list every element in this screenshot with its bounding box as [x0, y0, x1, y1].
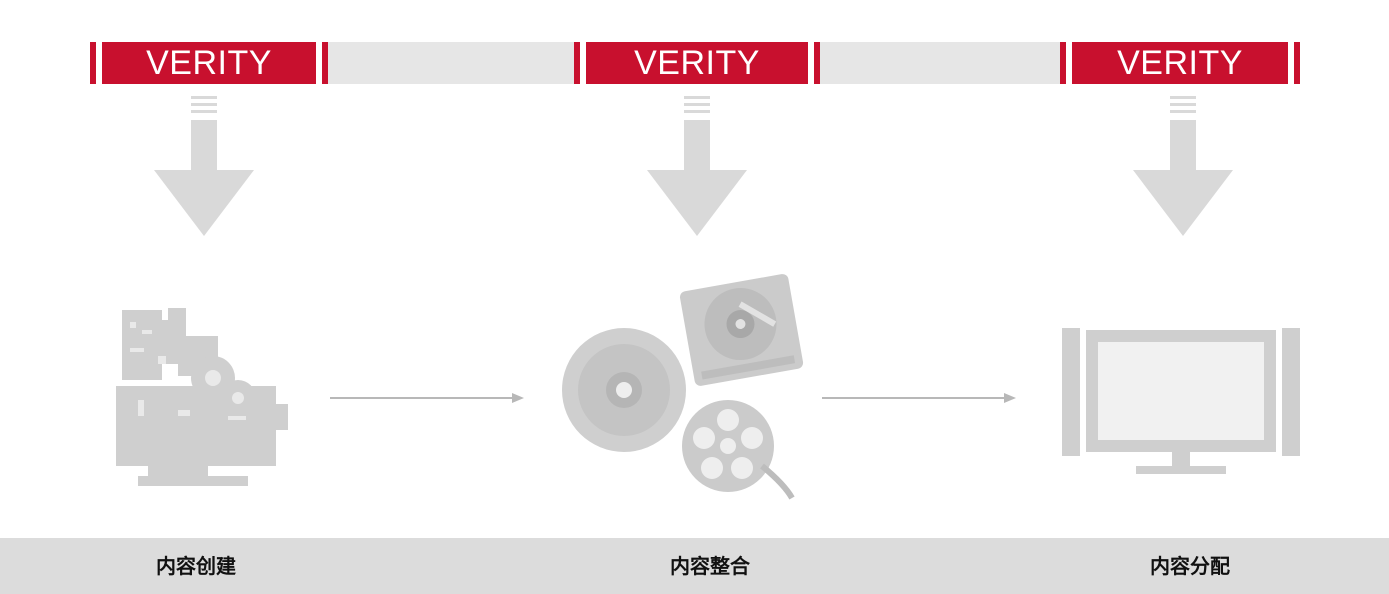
disc-harddrive-filmreel-icon: [562, 274, 804, 500]
right-arrow-icon: [330, 393, 524, 403]
verity-tag-2: VERITY: [574, 42, 820, 84]
verity-tag-text: VERITY: [1072, 42, 1288, 84]
header-band-1: [328, 42, 574, 84]
verity-tag-bar: [90, 42, 96, 84]
verity-tag-bar: [814, 42, 820, 84]
stage-label-creation: 内容创建: [156, 554, 236, 578]
verity-tag-text: VERITY: [102, 42, 316, 84]
down-arrow-icon: [1133, 96, 1233, 236]
verity-tag-bar: [1294, 42, 1300, 84]
verity-tag-text: VERITY: [586, 42, 808, 84]
stage-label-integration: 内容整合: [670, 554, 750, 578]
stage-label-bar: 内容创建 内容整合 内容分配: [0, 538, 1389, 594]
down-arrow-icon: [647, 96, 747, 236]
right-arrow-icon: [822, 393, 1016, 403]
verity-tag-3: VERITY: [1060, 42, 1300, 84]
film-camera-icon: [116, 308, 288, 486]
flat-screen-tv-icon: [1062, 328, 1300, 474]
verity-tag-bar: [1060, 42, 1066, 84]
down-arrow-icon: [154, 96, 254, 236]
header-band-2: [820, 42, 1060, 84]
verity-tag-bar: [322, 42, 328, 84]
stage-label-distribution: 内容分配: [1150, 554, 1230, 578]
verity-tag-bar: [574, 42, 580, 84]
verity-tag-1: VERITY: [90, 42, 328, 84]
